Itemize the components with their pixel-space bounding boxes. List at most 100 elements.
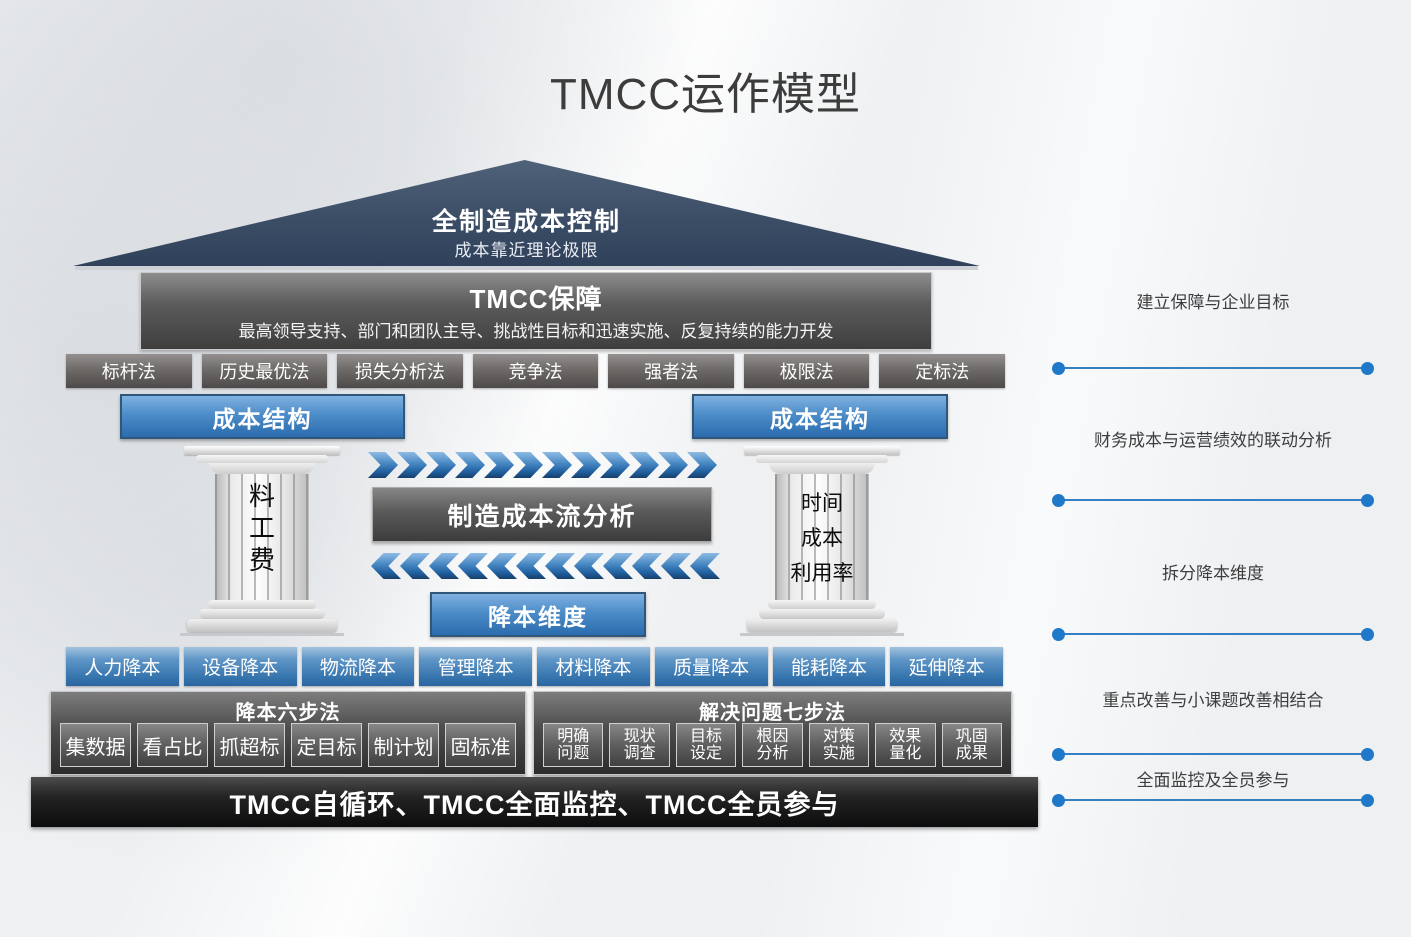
pillar-capital	[769, 463, 875, 474]
method-box: 竞争法	[472, 354, 599, 388]
pillar-left: 料 工 费	[180, 446, 344, 638]
annotation-label: 建立保障与企业目标	[1136, 293, 1290, 312]
cost-reduction-box: 设备降本	[183, 647, 297, 686]
chevron-arrow-icon	[397, 452, 427, 478]
cost-reduction-box: 材料降本	[537, 647, 650, 686]
annotation-divider-line	[1052, 361, 1374, 375]
pillar-base	[747, 619, 897, 632]
chevron-arrow-icon	[516, 553, 546, 579]
chevron-arrow-icon	[603, 553, 633, 579]
roof-sub-label: 成本靠近理论极限	[454, 241, 599, 260]
pillar-label: 工	[248, 513, 275, 543]
step-label: 明确问题	[557, 728, 590, 762]
annotation-divider-line	[1052, 493, 1374, 507]
method-box: 历史最优法	[201, 354, 328, 388]
pillar-capital	[744, 446, 900, 455]
step-box: 目标设定	[675, 723, 737, 767]
step-box: 抓超标	[214, 723, 285, 767]
flow-arrows-right-icon	[368, 452, 720, 478]
step-box: 对策实施	[808, 723, 870, 767]
chevron-arrow-icon	[368, 452, 398, 478]
chevron-arrow-icon	[455, 452, 485, 478]
six-step-title: 降本六步法	[235, 702, 341, 724]
chevron-arrow-icon	[687, 452, 717, 478]
pillar-base	[199, 609, 325, 619]
chevron-arrow-icon	[542, 452, 572, 478]
pillar-right-labels: 时间 成本 利用率	[740, 486, 904, 591]
chevron-arrow-icon	[429, 553, 459, 579]
pillar-label: 料	[248, 481, 275, 511]
step-label: 巩固成果	[955, 728, 988, 762]
chevron-arrow-icon	[690, 553, 720, 579]
footer-bar: TMCC自循环、TMCC全面监控、TMCC全员参与	[31, 777, 1038, 827]
pillar-base	[759, 609, 885, 619]
step-box: 制计划	[368, 723, 439, 767]
cost-reduction-box: 管理降本	[419, 647, 532, 686]
pillar-label: 费	[248, 545, 275, 575]
annotation-label: 财务成本与运营绩效的联动分析	[1094, 431, 1332, 450]
pillar-label: 利用率	[790, 562, 854, 585]
cost-reduction-row: 人力降本 设备降本 物流降本 管理降本 材料降本 质量降本 能耗降本 延伸降本	[66, 647, 1003, 686]
chevron-arrow-icon	[632, 553, 662, 579]
pillar-ground-line	[740, 633, 904, 636]
step-box: 根因分析	[742, 723, 803, 767]
step-box: 巩固成果	[941, 723, 1002, 767]
roof-eave-line	[75, 266, 978, 270]
pillar-capital	[196, 455, 328, 463]
six-step-row: 集数据 看占比 抓超标 定目标 制计划 固标准	[60, 723, 516, 767]
cost-structure-header-left: 成本结构	[120, 394, 405, 439]
cost-reduction-box: 质量降本	[654, 647, 768, 686]
pillar-base	[187, 619, 337, 632]
step-label: 效果量化	[889, 728, 922, 762]
cost-reduction-box: 物流降本	[301, 647, 415, 686]
roof-main-label: 全制造成本控制	[431, 208, 621, 236]
step-label: 目标设定	[690, 728, 723, 762]
chevron-arrow-icon	[484, 452, 514, 478]
pillar-base	[208, 600, 316, 609]
chevron-arrow-icon	[629, 452, 659, 478]
annotation-label: 全面监控及全员参与	[1136, 771, 1290, 790]
step-label: 对策实施	[822, 728, 855, 762]
method-box: 定标法	[879, 354, 1006, 388]
annotation-label: 拆分降本维度	[1162, 564, 1264, 583]
annotation-divider-line	[1052, 793, 1374, 807]
step-box: 现状调查	[609, 723, 670, 767]
step-box: 集数据	[60, 723, 131, 767]
roof-triangle: 全制造成本控制 成本靠近理论极限	[73, 160, 980, 266]
step-box: 明确问题	[543, 723, 604, 767]
pillar-capital	[756, 455, 888, 463]
chevron-arrow-icon	[600, 452, 630, 478]
annotation-divider-line	[1052, 627, 1374, 641]
chevron-arrow-icon	[658, 452, 688, 478]
guarantee-band: TMCC保障 最高领导支持、部门和团队主导、挑战性目标和迅速实施、反复持续的能力…	[140, 272, 932, 350]
step-box: 效果量化	[875, 723, 936, 767]
method-box: 标杆法	[66, 354, 192, 388]
cost-reduction-box: 延伸降本	[890, 647, 1003, 686]
pillar-label: 时间	[801, 492, 843, 515]
pillar-shaft	[215, 474, 309, 600]
method-box: 损失分析法	[337, 354, 463, 388]
pillar-ground-line	[180, 633, 344, 636]
pillar-label: 成本	[801, 527, 843, 550]
chevron-arrow-icon	[661, 553, 691, 579]
guarantee-subtitle: 最高领导支持、部门和团队主导、挑战性目标和迅速实施、反复持续的能力开发	[238, 322, 834, 341]
annotation-divider-line	[1052, 747, 1374, 761]
cost-reduction-dimension-box: 降本维度	[430, 592, 646, 637]
step-box: 看占比	[137, 723, 208, 767]
chevron-arrow-icon	[426, 452, 456, 478]
pillar-right: 时间 成本 利用率	[740, 446, 904, 638]
pillar-left-labels: 料 工 费	[180, 480, 344, 576]
cost-flow-analysis-box: 制造成本流分析	[372, 487, 712, 542]
method-box: 极限法	[743, 354, 870, 388]
chevron-arrow-icon	[487, 553, 517, 579]
seven-step-title: 解决问题七步法	[699, 702, 846, 724]
cost-structure-header-right: 成本结构	[692, 394, 948, 439]
flow-arrows-left-icon	[368, 553, 720, 579]
step-label: 现状调查	[623, 728, 656, 762]
seven-step-panel: 解决问题七步法 明确问题 现状调查 目标设定 根因分析 对策实施 效果量化 巩固…	[533, 691, 1012, 775]
step-box: 定目标	[291, 723, 362, 767]
cost-reduction-box: 能耗降本	[772, 647, 886, 686]
six-step-panel: 降本六步法 集数据 看占比 抓超标 定目标 制计划 固标准	[50, 691, 526, 775]
method-box: 强者法	[608, 354, 734, 388]
